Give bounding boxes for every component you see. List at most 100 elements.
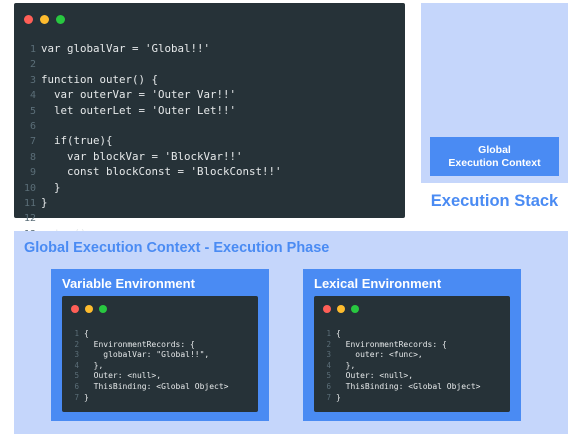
close-dot-icon — [323, 305, 331, 313]
line-number: 9 — [29, 167, 36, 179]
variable-environment-title: Variable Environment — [62, 276, 195, 291]
maximize-dot-icon — [56, 15, 65, 24]
code-line: 6 — [20, 119, 282, 134]
line-number: 4 — [326, 360, 331, 370]
line-number: 2 — [74, 339, 79, 349]
code-line: 2 EnvironmentRecords: { — [66, 340, 229, 351]
line-number: 2 — [29, 59, 36, 71]
line-number: 4 — [74, 360, 79, 370]
code-text: var blockVar = 'BlockVar!!' — [41, 149, 243, 163]
line-number: 5 — [29, 105, 36, 117]
code-text: } — [336, 392, 341, 402]
code-line: 1 var globalVar = 'Global!!' — [20, 42, 282, 57]
lexical-environment-editor: 1{2 EnvironmentRecords: {3 outer: <func>… — [314, 296, 510, 412]
code-block: 1 var globalVar = 'Global!!' 2 3 function ou… — [20, 42, 282, 242]
code-text: Outer: <null>, — [84, 371, 162, 381]
close-dot-icon — [71, 305, 79, 313]
code-block: 1{2 EnvironmentRecords: {3 outer: <func>… — [318, 329, 481, 404]
window-controls — [24, 15, 65, 24]
code-text: { — [336, 329, 341, 338]
minimize-dot-icon — [85, 305, 93, 313]
code-line: 7} — [66, 393, 229, 404]
code-line: 10 } — [20, 181, 282, 196]
code-line: 7} — [318, 393, 481, 404]
code-text: ThisBinding: <Global Object> — [84, 381, 229, 391]
code-line: 12 — [20, 211, 282, 226]
code-text: } — [41, 196, 48, 210]
execution-stack-title: Execution Stack — [430, 192, 559, 210]
code-line: 7 if(true){ — [20, 134, 282, 149]
code-line: 1{ — [318, 329, 481, 340]
code-line: 4 var outerVar = 'Outer Var!!' — [20, 88, 282, 103]
code-text: var outerVar = 'Outer Var!!' — [41, 88, 237, 102]
code-text: }, — [336, 360, 356, 370]
line-number: 6 — [326, 381, 331, 391]
code-line: 4 }, — [318, 361, 481, 372]
maximize-dot-icon — [99, 305, 107, 313]
line-number: 6 — [74, 381, 79, 391]
line-number: 2 — [326, 339, 331, 349]
code-text: } — [41, 180, 61, 194]
code-text: let outerLet = 'Outer Let!!' — [41, 103, 237, 117]
lexical-environment-box: Lexical Environment 1{2 EnvironmentRecor… — [303, 269, 521, 421]
line-number: 1 — [74, 329, 79, 338]
lexical-environment-title: Lexical Environment — [314, 276, 442, 291]
code-text: EnvironmentRecords: { — [336, 339, 447, 349]
main-code-editor: 1 var globalVar = 'Global!!' 2 3 function ou… — [14, 3, 405, 240]
line-number: 4 — [29, 90, 36, 102]
code-line: 9 const blockConst = 'BlockConst!!' — [20, 165, 282, 180]
line-number: 3 — [326, 350, 331, 360]
minimize-dot-icon — [40, 15, 49, 24]
line-number: 7 — [74, 392, 79, 402]
code-line: 2 EnvironmentRecords: { — [318, 340, 481, 351]
code-line: 4 }, — [66, 361, 229, 372]
maximize-dot-icon — [351, 305, 359, 313]
line-number: 7 — [326, 392, 331, 402]
variable-environment-editor: 1{2 EnvironmentRecords: {3 globalVar: "G… — [62, 296, 258, 412]
code-line: 6 ThisBinding: <Global Object> — [318, 381, 481, 393]
code-text: if(true){ — [41, 134, 113, 148]
code-text: { — [84, 329, 89, 338]
code-line: 3 outer: <func>, — [318, 350, 481, 361]
code-line: 11} — [20, 196, 282, 211]
code-text: Outer: <null>, — [336, 371, 414, 381]
code-block: 1{2 EnvironmentRecords: {3 globalVar: "G… — [66, 329, 229, 404]
code-line: 5 Outer: <null>, — [318, 371, 481, 382]
line-number: 5 — [74, 371, 79, 381]
line-number: 6 — [29, 121, 36, 133]
variable-environment-box: Variable Environment 1{2 EnvironmentReco… — [51, 269, 269, 421]
code-text: const blockConst = 'BlockConst!!' — [41, 165, 282, 179]
code-text: EnvironmentRecords: { — [84, 339, 195, 349]
line-number: 1 — [326, 329, 331, 338]
execution-phase-panel: Global Execution Context - Execution Pha… — [14, 231, 568, 434]
window-controls — [323, 305, 359, 313]
code-text: }, — [84, 360, 104, 370]
code-line: 1{ — [66, 329, 229, 340]
code-text: function outer() { — [41, 72, 159, 86]
code-line: 6 ThisBinding: <Global Object> — [66, 381, 229, 393]
code-line: 3 globalVar: "Global!!", — [66, 350, 229, 361]
code-text: globalVar: "Global!!", — [84, 350, 210, 360]
code-line: 8 var blockVar = 'BlockVar!!' — [20, 150, 282, 165]
line-number: 10 — [23, 182, 36, 194]
code-text: var globalVar = 'Global!!' — [41, 42, 211, 55]
code-text: ThisBinding: <Global Object> — [336, 381, 481, 391]
execution-phase-title: Global Execution Context - Execution Pha… — [24, 240, 330, 256]
line-number: 12 — [23, 213, 36, 225]
code-line: 3 function outer() { — [20, 73, 282, 88]
code-line: 2 — [20, 57, 282, 72]
code-line: 5 let outerLet = 'Outer Let!!' — [20, 104, 282, 119]
close-dot-icon — [24, 15, 33, 24]
line-number: 7 — [29, 136, 36, 148]
code-text: outer: <func>, — [336, 350, 423, 360]
minimize-dot-icon — [337, 305, 345, 313]
line-number: 8 — [29, 151, 36, 163]
execution-stack-panel: Global Execution Context — [421, 3, 568, 183]
line-number: 3 — [29, 74, 36, 86]
stack-frame-label: Global Execution Context — [448, 143, 541, 169]
window-controls — [71, 305, 107, 313]
stack-frame-global: Global Execution Context — [430, 137, 559, 176]
line-number: 11 — [23, 198, 36, 210]
line-number: 5 — [326, 371, 331, 381]
line-number: 1 — [29, 44, 36, 55]
